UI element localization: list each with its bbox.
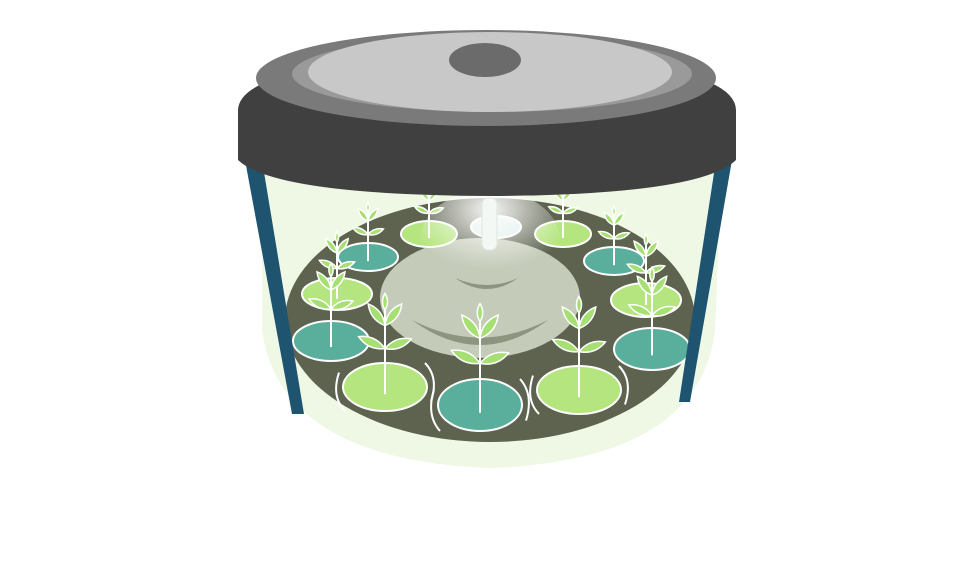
seedling-icon xyxy=(307,261,355,347)
seedling-icon xyxy=(450,302,510,413)
lid-knob xyxy=(449,43,521,77)
rotation-arrow-icon xyxy=(529,365,629,415)
left-leg xyxy=(245,160,304,414)
rotation-arrow-icon xyxy=(430,378,530,432)
seedling-icon xyxy=(597,204,631,266)
seedling-icon xyxy=(357,291,413,395)
seedling-icon xyxy=(551,294,607,398)
light-tube xyxy=(481,197,498,251)
seedling-icon xyxy=(625,232,667,306)
seedling-icon xyxy=(627,265,677,356)
seedling-icon xyxy=(351,200,385,262)
hub-step xyxy=(412,320,548,345)
plant-pots xyxy=(292,181,691,432)
right-leg xyxy=(679,160,732,402)
